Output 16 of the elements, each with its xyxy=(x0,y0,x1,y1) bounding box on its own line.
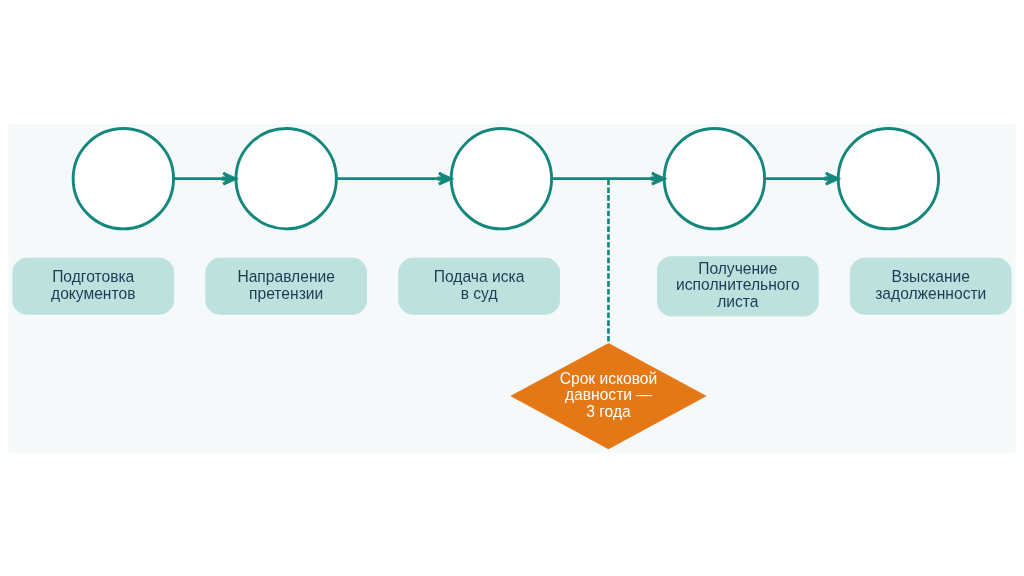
node-circle xyxy=(836,126,941,230)
arrow xyxy=(764,171,840,185)
node-diamond: Срок исковой давности — 3 года xyxy=(510,342,707,449)
arrow xyxy=(551,171,666,185)
connector xyxy=(607,179,610,343)
node-box: Направление претензии xyxy=(205,257,367,315)
node-circle xyxy=(71,126,175,230)
node-box: Получение исполнительного листа xyxy=(657,255,819,316)
node-circle xyxy=(234,126,338,230)
node-box: Подача иска в суд xyxy=(398,257,560,315)
arrow xyxy=(336,171,453,185)
arrow xyxy=(173,171,237,185)
node-circle xyxy=(662,126,767,230)
node-circle xyxy=(449,126,554,230)
node-box: Взыскание задолженности xyxy=(849,257,1012,315)
node-box: Подготовка документов xyxy=(12,257,175,315)
